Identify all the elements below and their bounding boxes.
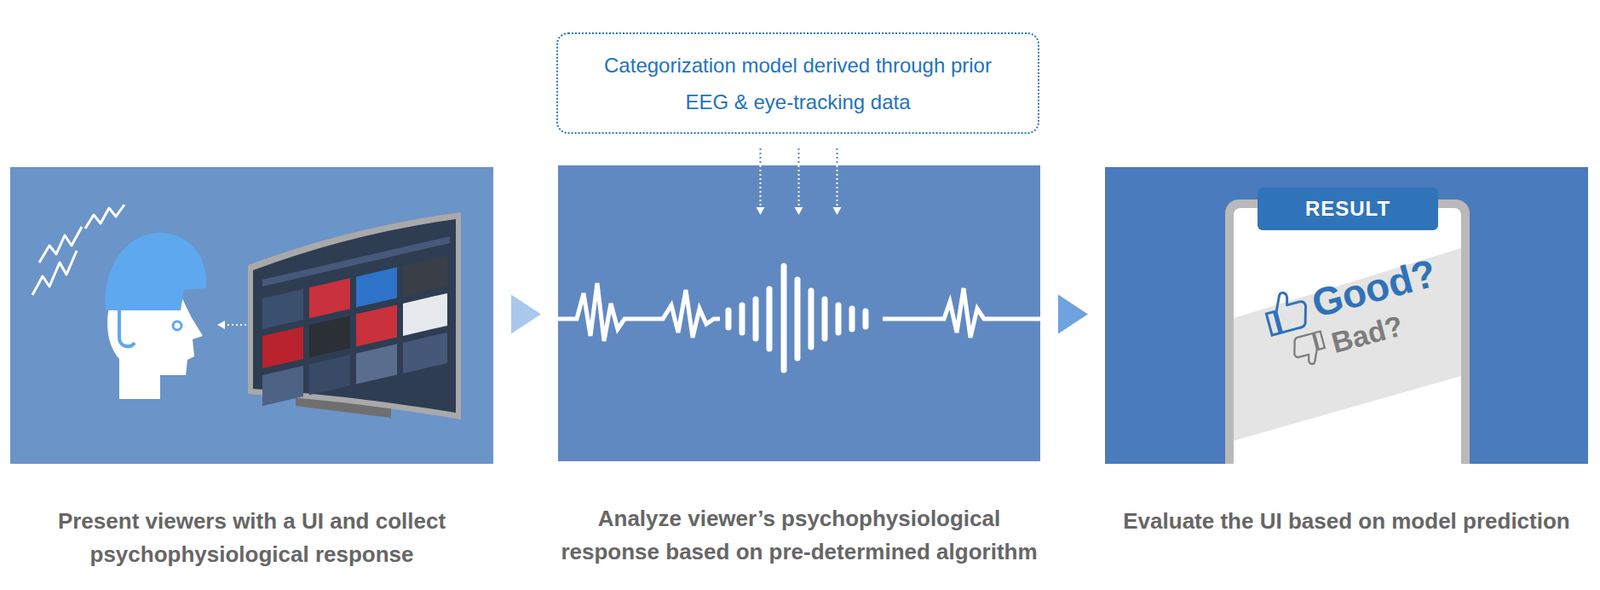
waveform-illustration [558,165,1041,461]
signal-bar [822,299,829,339]
callout-text: Categorization model derived through pri… [589,46,1008,121]
app-tile [402,293,448,336]
signal-bar [753,299,760,339]
eeg-helmet [105,232,208,311]
process-panel: Present viewers with a UI and collect ps… [10,166,494,464]
thumb-hand [1290,333,1321,368]
flow-connector [1058,294,1088,334]
app-tile [356,305,398,347]
dotted-connector [798,148,800,210]
app-tile [262,365,304,406]
step-caption: Analyze viewer’s psychophysiological res… [526,501,1072,569]
connector-arrowhead [794,207,804,215]
helmet-strap [119,310,135,346]
app-tile [309,277,351,318]
app-tile [262,326,304,369]
app-tile [356,344,398,385]
flow-connector [833,148,842,215]
process-panel: Analyze viewer’s psychophysiological res… [558,165,1041,461]
step-caption: Present viewers with a UI and collect ps… [5,504,500,571]
flow-arrowhead [511,294,542,334]
app-tile [309,354,351,395]
dotted-connector [759,148,762,210]
thumb-hand [1271,287,1312,334]
result-band [1233,247,1462,441]
app-tile [262,288,304,329]
app-tile [309,315,351,357]
brainwave-squiggle [39,226,82,263]
app-tile [356,267,398,308]
flow-connector [511,294,542,334]
model-callout: Categorization model derived through pri… [556,32,1040,134]
brainwave-squiggle [32,250,77,295]
caption-slot: Analyze viewer’s psychophysiological res… [526,501,1072,569]
signal-bar [725,310,732,328]
app-tile [402,332,448,374]
head-silhouette [107,294,203,399]
process-panel: Evaluate the UI based on model predictio… [1105,166,1589,464]
thumbs-down-icon [1288,328,1330,371]
signal-bar [766,288,773,349]
caption-slot: Evaluate the UI based on model predictio… [1099,504,1595,538]
phone-screen [1233,207,1462,464]
phone-frame [1225,199,1470,464]
signal-bar [794,279,801,358]
connector-arrowhead [756,207,766,215]
signal-bar [835,305,842,333]
app-tile [402,255,448,297]
gaze-line [224,323,251,326]
signal-bar [863,310,870,327]
signal-wave [558,282,720,341]
signal-bar [781,265,788,370]
caption-slot: Present viewers with a UI and collect ps… [5,504,500,571]
tv-screen [253,218,456,413]
brainwave-squiggle [85,204,125,229]
viewer-illustration [10,166,494,464]
signal-burst [728,265,866,370]
signal-bar [849,308,856,329]
flow-connector [794,148,804,215]
signal-bar [808,290,815,347]
signal-wave [882,287,1041,338]
flow-arrowhead [1058,294,1088,334]
tv-frame [247,212,461,420]
result-label: RESULT [1305,195,1391,222]
connector-arrowhead [833,207,842,215]
phone-mockup: Good? Bad?RESULT [1225,199,1470,464]
eye [172,321,182,330]
result-tab: RESULT [1257,187,1439,231]
flow-connector [756,148,766,215]
dotted-connector [836,148,839,210]
step-caption: Evaluate the UI based on model predictio… [1099,504,1595,538]
gaze-arrowhead [217,320,225,329]
signal-bar [739,305,746,333]
